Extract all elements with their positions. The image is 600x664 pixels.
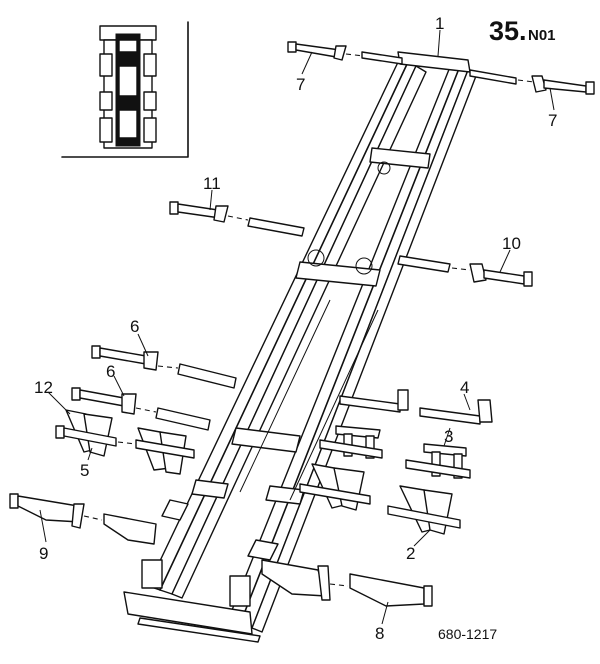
- callout-7-left: 7: [296, 75, 305, 94]
- callout-9: 9: [39, 544, 48, 563]
- outrigger-10: [397, 255, 533, 287]
- callout-6-lower: 6: [106, 362, 115, 381]
- callout-5: 5: [80, 461, 89, 480]
- outrigger-9: [9, 493, 157, 545]
- outrigger-7-right: [469, 69, 595, 95]
- bracket-2: [299, 463, 461, 535]
- callout-3: 3: [444, 427, 453, 446]
- callout-7-right: 7: [548, 111, 557, 130]
- chassis-frame: [123, 51, 477, 643]
- callout-6-upper: 6: [130, 317, 139, 336]
- outrigger-11: [169, 201, 305, 237]
- callout-12: 12: [34, 378, 53, 397]
- outrigger-6-lower: [71, 387, 211, 431]
- bracket-12-5: [55, 409, 195, 475]
- outrigger-7-left: [287, 41, 403, 65]
- callout-labels: 1 7 7 11 10 6 6 12 4 3 5 9 2 8: [34, 14, 557, 643]
- callout-4: 4: [460, 378, 469, 397]
- outrigger-8: [261, 559, 433, 607]
- callout-1: 1: [435, 14, 444, 33]
- callout-8: 8: [375, 624, 384, 643]
- bracket-3: [319, 425, 471, 479]
- leader-lines: [39, 29, 555, 625]
- locator-thumbnail: [61, 21, 189, 158]
- section-sub-code: N01: [528, 27, 556, 44]
- callout-10: 10: [502, 234, 521, 253]
- drawing-number: 680-1217: [438, 626, 497, 642]
- callout-11: 11: [203, 174, 221, 193]
- outrigger-4: [339, 389, 493, 425]
- outrigger-6-upper: [91, 345, 237, 389]
- callout-2: 2: [406, 544, 415, 563]
- section-main-number: 35.: [489, 16, 527, 46]
- section-heading: 35. N01: [489, 16, 556, 46]
